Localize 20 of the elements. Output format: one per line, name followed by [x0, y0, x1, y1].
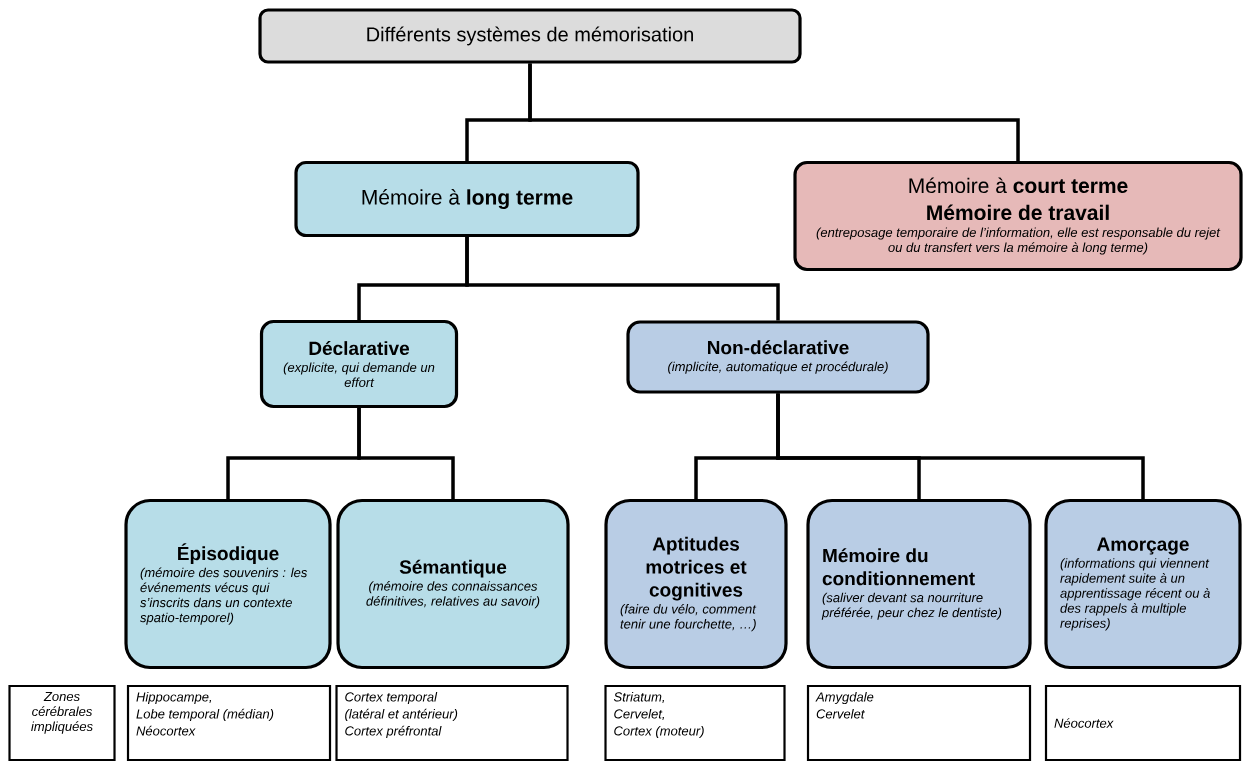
connector-line [528, 63, 1020, 161]
memory-type-box: Aptitudes motrices et cognitives (faire du vélo, comment tenir une fourchette, …) [604, 498, 788, 670]
connector-line [357, 408, 455, 499]
brain-area-box: Amygdale Cervelet [806, 684, 1032, 762]
connector-line [465, 237, 780, 321]
memory-type-box: Mémoire à court terme Mémoire de travail (entreposage temporaire de l’information, elle est responsable du rejet ou du transfert vers la mémoire à long terme) [793, 160, 1243, 272]
brain-area-box: Zones cérébrales impliquées [8, 684, 116, 762]
memory-type-box: Amorçage (informations qui viennent rapidement suite à un apprentissage récent ou à des rappels à multiple reprises) [1044, 498, 1242, 670]
memory-type-box: Sémantique (mémoire des connaissances définitives, relatives au savoir) [336, 498, 570, 670]
memory-type-box: Non-déclarative (implicite, automatique et procédurale) [626, 320, 930, 394]
brain-area-box: Cortex temporal (latéral et antérieur) Cortex préfrontal [335, 684, 569, 762]
memory-type-box: Mémoire du conditionnement (saliver devant sa nourriture préférée, peur chez le dentiste) [806, 498, 1032, 670]
memory-type-box: Déclarative (explicite, qui demande un effort [259, 319, 459, 409]
connector-line [776, 393, 1145, 499]
memory-type-box: Épisodique (mémoire des souvenirs : les événements vécus qui s’inscrits dans un contexte spatio-temporel) [124, 498, 332, 670]
heading-box: Différents systèmes de mémorisation [258, 8, 802, 64]
memory-type-box: Mémoire à long terme [294, 160, 640, 238]
brain-area-box: Hippocampe, Lobe temporal (médian) Néocortex [126, 684, 332, 762]
brain-area-box: Striatum, Cervelet, Cortex (moteur) [604, 684, 786, 762]
brain-area-box: Néocortex [1044, 684, 1242, 762]
